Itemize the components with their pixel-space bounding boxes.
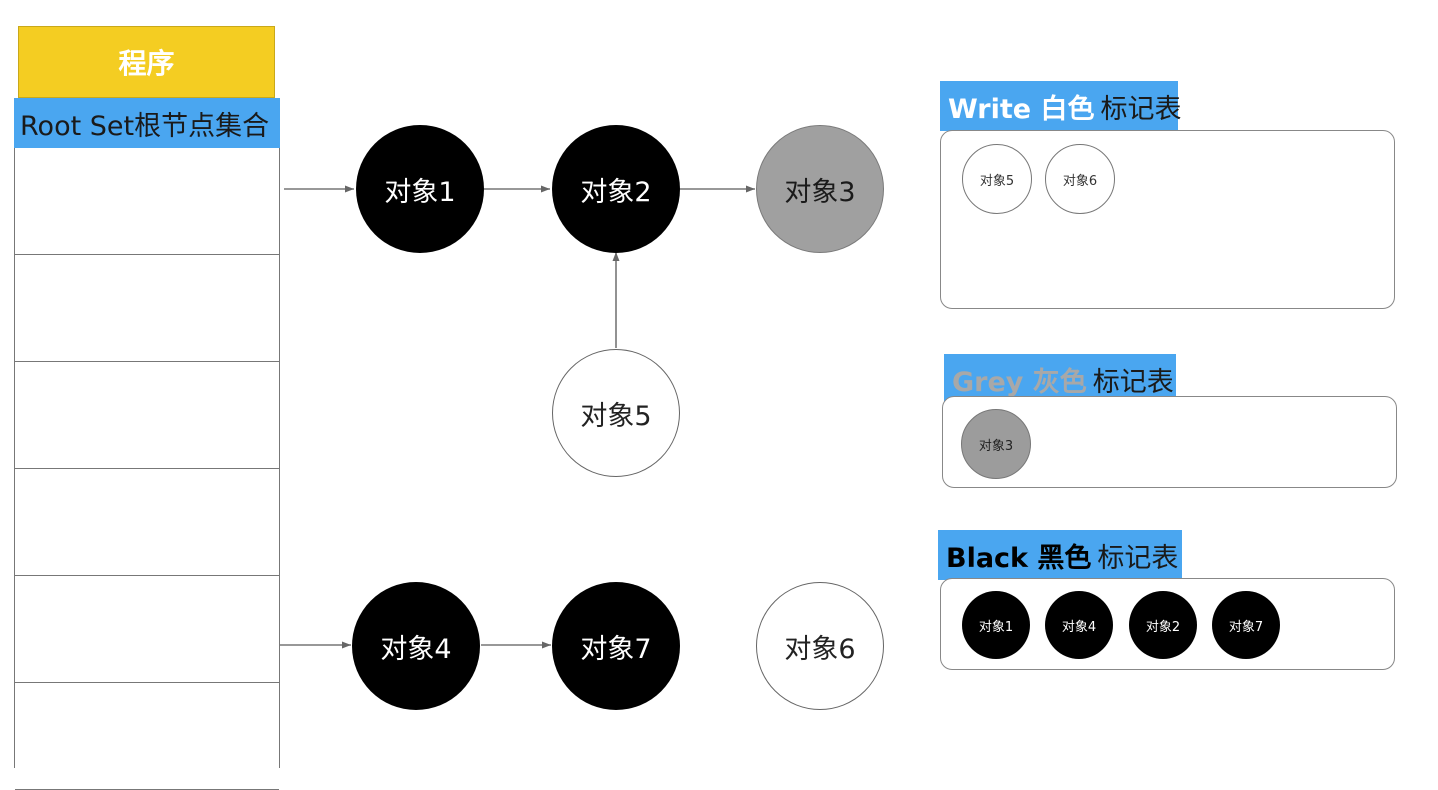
white-table-title: Write 白色 标记表: [940, 81, 1182, 131]
object-node-5: 对象5: [552, 349, 680, 477]
black-table-item: 对象7: [1212, 591, 1280, 659]
root-slot: [15, 255, 279, 362]
root-slot: [15, 148, 279, 255]
object-node-6: 对象6: [756, 582, 884, 710]
root-set-title: Root Set根节点集合: [14, 98, 280, 148]
white-table-item: 对象5: [962, 144, 1032, 214]
white-table-title-rest: 标记表: [1100, 93, 1182, 125]
black-table-title: Black 黑色 标记表: [938, 530, 1182, 580]
program-header: 程序: [18, 26, 275, 98]
object-node-2: 对象2: [552, 125, 680, 253]
grey-table-title-rest: 标记表: [1092, 366, 1174, 398]
object-node-7: 对象7: [552, 582, 680, 710]
root-slot: [15, 362, 279, 469]
grey-table-item: 对象3: [961, 409, 1031, 479]
black-table-title-strong: Black 黑色: [946, 542, 1092, 574]
root-slot: [15, 576, 279, 683]
root-set-list: [14, 148, 280, 790]
white-table-item: 对象6: [1045, 144, 1115, 214]
root-slot: [15, 469, 279, 576]
object-node-3: 对象3: [756, 125, 884, 253]
grey-table-title: Grey 灰色 标记表: [944, 354, 1176, 404]
object-node-1: 对象1: [356, 125, 484, 253]
black-table-item: 对象2: [1129, 591, 1197, 659]
black-table-title-rest: 标记表: [1097, 542, 1179, 574]
black-table-item: 对象1: [962, 591, 1030, 659]
black-table-item: 对象4: [1045, 591, 1113, 659]
root-slot: [15, 683, 279, 790]
white-table-title-strong: Write 白色: [948, 93, 1095, 125]
object-node-4: 对象4: [352, 582, 480, 710]
grey-table-title-strong: Grey 灰色: [952, 366, 1087, 398]
